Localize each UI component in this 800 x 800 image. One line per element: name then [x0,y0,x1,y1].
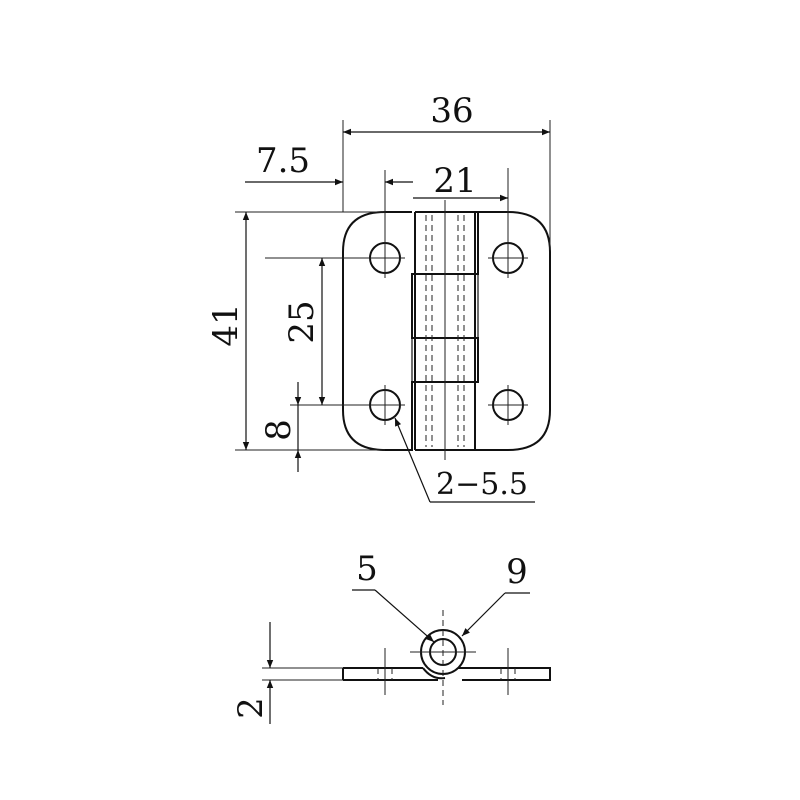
right-leaf-outline [474,211,551,451]
dim-overall-height-label: 41 [206,303,246,346]
dim-offset-label: 7.5 [256,141,310,181]
right-leaf-side [458,667,551,681]
dimension-thickness: 2 [231,622,343,724]
dimension-21: 21 [413,161,509,240]
dimension-8: 8 [259,382,302,472]
dimension-36: 36 [342,91,551,250]
dim-thickness-label: 2 [231,697,271,719]
dim-overall-width-label: 36 [430,91,473,131]
dim-edge-to-hole-label: 8 [259,419,299,441]
left-leaf-outline [342,211,416,451]
knuckle-strip [411,200,479,460]
dim-knuckle-width-label: 21 [433,161,476,201]
dimension-knuckle: 9 [461,552,530,637]
left-leaf-side [342,667,438,681]
dimension-7-5: 7.5 [245,141,413,240]
dimension-41: 41 [206,211,385,451]
dimension-25: 25 [265,257,370,406]
hinge-top-view [342,200,551,460]
hinge-side-view [342,610,551,705]
dim-knuckle-diameter-label: 9 [506,552,528,592]
dim-hole-spacing-label: 25 [282,300,322,343]
dim-pin-diameter-label: 5 [356,549,378,589]
dim-hole-spec-label: 2−5.5 [436,467,528,502]
dimension-hole-spec: 2−5.5 [394,417,535,503]
dimension-pin: 5 [352,549,435,643]
mounting-holes [365,238,528,425]
